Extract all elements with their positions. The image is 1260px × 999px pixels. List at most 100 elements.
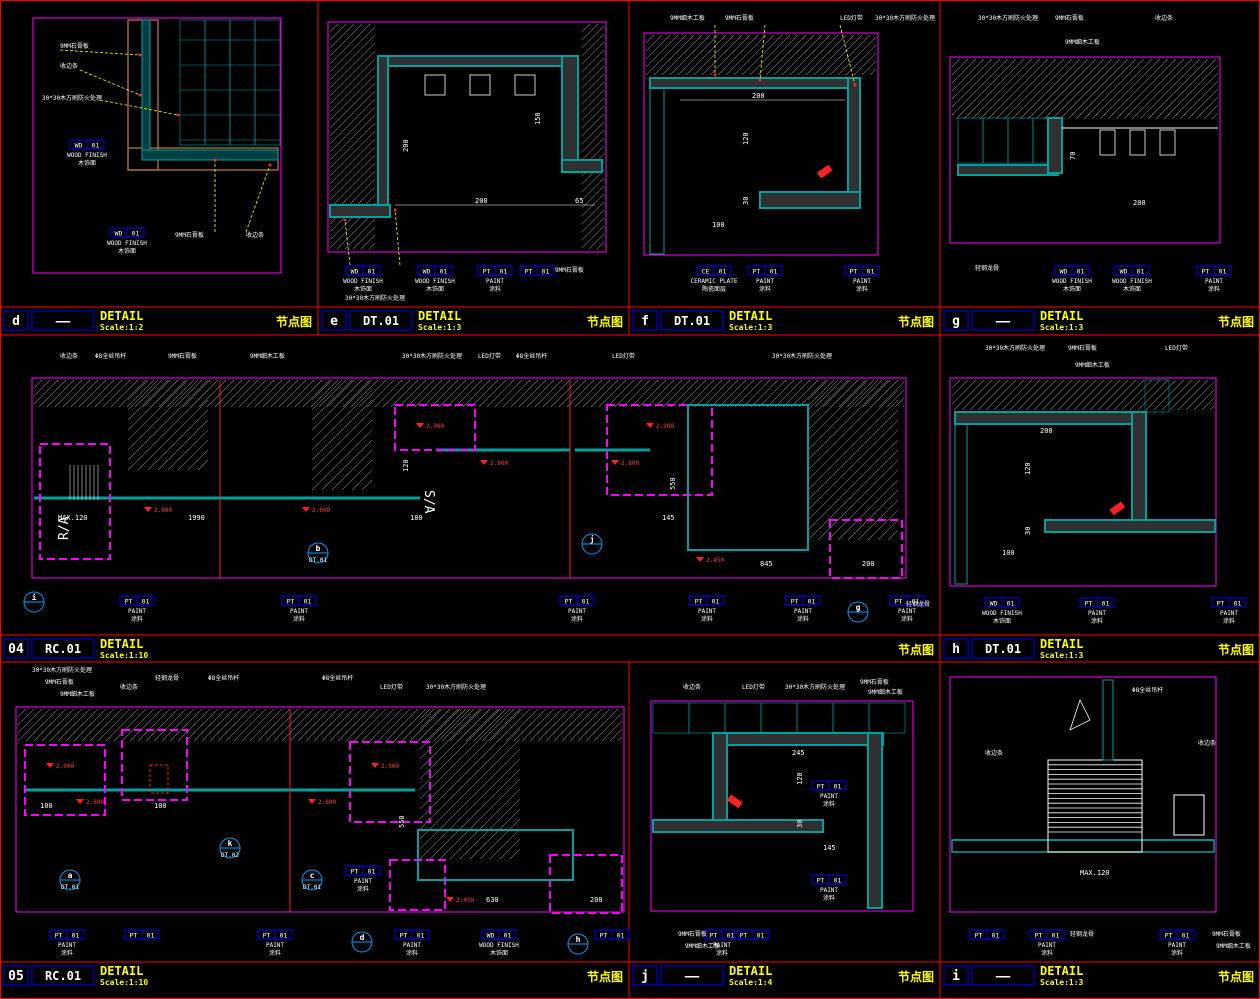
- hatch-line: [757, 35, 799, 75]
- right-frame: [1131, 411, 1147, 531]
- max-label: MAX.120: [58, 514, 88, 522]
- hatch-line: [1073, 380, 1105, 410]
- dim-120: 120: [796, 772, 804, 785]
- hatch-line: [420, 709, 451, 740]
- hatch-line: [582, 209, 604, 233]
- hatch-line: [420, 709, 511, 800]
- hatch-line: [105, 709, 139, 741]
- right-return: [561, 159, 603, 173]
- hatch-line: [742, 380, 771, 407]
- hatch-line: [590, 380, 619, 407]
- tag-desc: PAINT: [713, 942, 731, 949]
- leader-line: [394, 209, 401, 266]
- tag-type: PT: [351, 868, 359, 876]
- hatch-line: [702, 380, 731, 407]
- callout-letter: i: [32, 592, 37, 602]
- light-fixture: [469, 74, 491, 96]
- hatch-line: [630, 380, 659, 407]
- tag-desc-cn: 陶瓷面层: [702, 285, 726, 293]
- note-board-b: 9MM细木工板: [1075, 361, 1110, 369]
- detail-ref: RC.01: [45, 969, 81, 983]
- wall-hatch: [808, 380, 898, 540]
- hatch-line: [142, 380, 171, 407]
- hatch-line: [758, 380, 787, 407]
- tag-num: 01: [304, 598, 312, 606]
- leader-line: [59, 49, 141, 56]
- hatch-line: [297, 709, 331, 741]
- level-value: 2.800: [318, 799, 336, 806]
- tag-num: 01: [582, 598, 590, 606]
- hatch-line: [542, 380, 571, 407]
- leader-dot: [758, 78, 762, 82]
- detail-ref-box: [31, 310, 95, 331]
- hatch-line: [808, 380, 869, 441]
- hatch-line: [593, 712, 622, 741]
- tag-num-box: [498, 929, 517, 940]
- hatch-line: [406, 380, 435, 407]
- detail-scale: Scale:1:3: [418, 323, 462, 332]
- callout-ref: DT.01: [303, 884, 321, 891]
- detail-scale: Scale:1:3: [1040, 651, 1084, 660]
- hatch-line: [808, 380, 839, 411]
- hatch-line: [446, 380, 475, 407]
- hatch-line: [952, 59, 1001, 108]
- tag-desc: PAINT: [853, 278, 871, 285]
- note-trim: 收边条: [120, 683, 138, 691]
- hatch-line: [1115, 59, 1177, 119]
- hatch-line: [886, 389, 904, 407]
- hatch-line: [822, 380, 851, 407]
- tag-desc-cn: 涂料: [357, 885, 369, 893]
- hatch-lines: [808, 380, 898, 540]
- callout-letter: d: [360, 933, 365, 942]
- hatch-line: [398, 380, 427, 407]
- note-board-c: 9MM石膏板: [678, 930, 707, 938]
- hatch-line: [750, 380, 779, 407]
- hatch-line: [694, 380, 723, 407]
- detail-id-box: [3, 310, 29, 331]
- dim-150v: 150: [534, 112, 542, 125]
- hatch-line: [1009, 380, 1041, 410]
- hatch-line: [351, 469, 372, 490]
- dim-200v: 200: [402, 139, 410, 152]
- hatch-line: [489, 828, 520, 859]
- hatch-line: [854, 380, 883, 407]
- hatch-line: [952, 59, 977, 84]
- left-frame: [712, 732, 728, 824]
- tag-num-box: [536, 265, 555, 276]
- hatch-line: [254, 380, 283, 407]
- hatch-line: [286, 380, 315, 407]
- hatch-line: [449, 709, 483, 741]
- hatch-line: [505, 709, 539, 741]
- dim-200-label: 200: [475, 197, 488, 205]
- bottom-slab: [957, 164, 1059, 176]
- hatch-line: [358, 380, 387, 407]
- tag-num-box: [1131, 265, 1150, 276]
- hatch-line: [582, 380, 611, 407]
- tag-desc: WOOD FINISH: [1052, 278, 1092, 285]
- hatch-line: [806, 380, 835, 407]
- dim-1990: 1990: [188, 514, 205, 522]
- tag-type: PT: [1202, 268, 1210, 276]
- detail-title: DETAIL: [418, 309, 461, 323]
- hatch-line: [808, 389, 898, 481]
- hatch-line: [238, 380, 267, 407]
- dim-200: 200: [862, 560, 875, 568]
- hatch-line: [420, 738, 520, 840]
- hatch-line: [102, 380, 131, 407]
- tag-type: PT: [753, 268, 761, 276]
- tag-num-box: [274, 929, 293, 940]
- tag-desc: PAINT: [1168, 942, 1186, 949]
- detail-ref-box: [971, 310, 1035, 331]
- top-frame: [712, 732, 884, 746]
- hatch-line: [81, 709, 115, 741]
- tag-num: 01: [992, 932, 1000, 940]
- hatch-line: [201, 709, 235, 741]
- hatch-line: [952, 59, 969, 76]
- dim-630: 630: [486, 896, 499, 904]
- hatch-line: [118, 380, 147, 407]
- note-strip: 30*30木方刷防火处理: [985, 344, 1045, 352]
